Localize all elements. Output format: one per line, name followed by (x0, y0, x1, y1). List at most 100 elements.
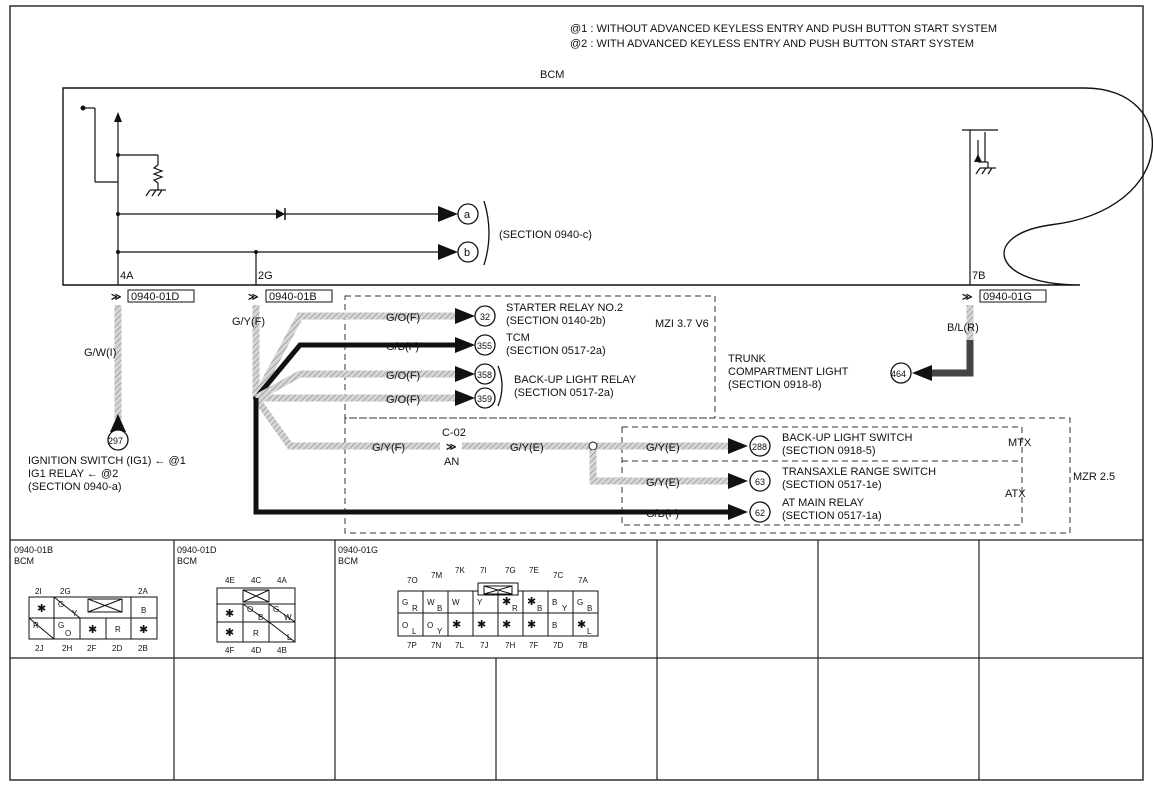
mtx-atx-box (621, 426, 1023, 526)
arrow-up-icon (110, 414, 126, 432)
ref-62 (749, 501, 771, 523)
wire-blr-label: B/L(R) (947, 322, 979, 334)
svg-text:7O: 7O (407, 576, 418, 585)
wire-gye1-label: G/Y(E) (510, 442, 544, 454)
connector-cell: B (552, 621, 557, 630)
svg-text:7B: 7B (578, 641, 588, 650)
at-main-relay-label: AT MAIN RELAY (782, 497, 865, 509)
svg-text:4F: 4F (225, 646, 234, 655)
connector-cell: Y (477, 598, 483, 607)
svg-text:63: 63 (755, 477, 765, 487)
svg-text:7K: 7K (455, 566, 465, 575)
connector-face-0940-01b: 2I 2G 2A 2J 2H 2F 2D 2B G B R G O Y ✱ ✱ … (28, 587, 158, 653)
svg-text:7J: 7J (480, 641, 488, 650)
starter-relay-label: STARTER RELAY NO.2 (506, 302, 623, 314)
arrow-right-icon (455, 308, 475, 324)
node-b (457, 241, 479, 263)
svg-text:7F: 7F (529, 641, 538, 650)
wire-gyf-label: G/Y(F) (232, 316, 265, 328)
svg-text:7P: 7P (407, 641, 417, 650)
svg-text:O: O (65, 629, 71, 638)
wire-gbf-62 (253, 398, 730, 515)
panel-0940-01g-name: BCM (338, 556, 358, 566)
backup-switch-label: BACK-UP LIGHT SWITCH (782, 432, 912, 444)
svg-text:B: B (141, 606, 146, 615)
arrow-right-icon (455, 390, 475, 406)
svg-text:7C: 7C (553, 571, 563, 580)
connector-cell: ✱ (527, 619, 536, 631)
panel-0940-01d-id: 0940-01D (177, 545, 217, 555)
connector-0940-01b-label: 0940-01B (269, 291, 317, 303)
connector-cell: R (512, 604, 518, 613)
mtx-label: MTX (1008, 437, 1032, 449)
arrow-right-icon (455, 366, 475, 382)
svg-text:7N: 7N (431, 641, 441, 650)
ref-355 (474, 334, 496, 356)
wire-gof3-label: G/O(F) (386, 394, 420, 406)
svg-text:2D: 2D (112, 644, 122, 653)
bcm-module (62, 87, 1153, 286)
wire-gye2-label: G/Y(E) (646, 442, 680, 454)
node-b-label: b (464, 247, 470, 259)
pin-7b: 7B (972, 270, 985, 282)
page-frame (9, 5, 1144, 781)
arrow-up-icon (114, 112, 122, 122)
svg-text:✱: ✱ (88, 624, 97, 636)
ig1-relay-label: IG1 RELAY ← @2 (28, 468, 118, 480)
wire-gbf1-label: G/B(F) (386, 341, 419, 353)
trunk-section: (SECTION 0918-8) (728, 379, 822, 391)
connector-cell: O (402, 621, 408, 630)
connector-cell: ✱ (527, 596, 536, 608)
svg-text:62: 62 (755, 508, 765, 518)
svg-text:4D: 4D (251, 646, 261, 655)
connector-cell: R (412, 604, 418, 613)
svg-text:7A: 7A (578, 576, 588, 585)
arrow-right-icon (728, 504, 748, 520)
arrow-right-icon (438, 244, 458, 260)
svg-text:✱: ✱ (225, 608, 234, 620)
backup-switch-section: (SECTION 0918-5) (782, 445, 876, 457)
wire-gof-32 (252, 312, 458, 400)
svg-text:288: 288 (752, 442, 767, 452)
ref-464 (890, 362, 912, 384)
pin-4a: 4A (120, 270, 134, 282)
connector-symbol: ≫ (248, 292, 258, 303)
backup-relay-label: BACK-UP LIGHT RELAY (514, 374, 637, 386)
mzr-box (344, 417, 1071, 534)
svg-text:2I: 2I (35, 587, 42, 596)
svg-text:2G: 2G (60, 587, 71, 596)
svg-text:7M: 7M (431, 571, 442, 580)
brace (497, 365, 503, 407)
bcm-label: BCM (540, 69, 564, 81)
connector-cell: B (552, 598, 557, 607)
mzr-label: MZR 2.5 (1073, 471, 1115, 483)
connector-cell: L (412, 627, 417, 636)
svg-text:G: G (58, 600, 64, 609)
svg-text:✱: ✱ (225, 627, 234, 639)
wire-gbf2-label: G/B(F) (646, 508, 679, 520)
ignition-section-label: (SECTION 0940-a) (28, 481, 122, 493)
svg-text:R: R (253, 629, 259, 638)
connector-face-0940-01d: 4E 4C 4A 4F 4D 4B ✱ O G B W ✱ R L (216, 576, 296, 655)
backup-relay-section: (SECTION 0517-2a) (514, 387, 614, 399)
svg-text:W: W (284, 613, 292, 622)
connector-cell: ✱ (577, 619, 586, 631)
ref-63 (749, 470, 771, 492)
connector-cell: ✱ (452, 619, 461, 631)
svg-text:B: B (258, 613, 263, 622)
pin-2g: 2G (258, 270, 273, 282)
svg-text:R: R (33, 621, 39, 630)
connector-cell: B (437, 604, 442, 613)
panel-0940-01d-name: BCM (177, 556, 197, 566)
svg-text:L: L (287, 633, 292, 642)
section-ab: (SECTION 0940-c) (499, 229, 592, 241)
note-1: @1 : WITHOUT ADVANCED KEYLESS ENTRY AND … (570, 23, 997, 35)
transaxle-switch-label: TRANSAXLE RANGE SWITCH (782, 466, 936, 478)
ref-288 (749, 435, 771, 457)
svg-text:7E: 7E (529, 566, 539, 575)
wire-gbf-355 (254, 342, 458, 400)
connector-cell: ✱ (502, 619, 511, 631)
wire-gyf2-label: G/Y(F) (372, 442, 405, 454)
wire-gye-63 (589, 450, 730, 485)
arrow-right-icon (728, 473, 748, 489)
